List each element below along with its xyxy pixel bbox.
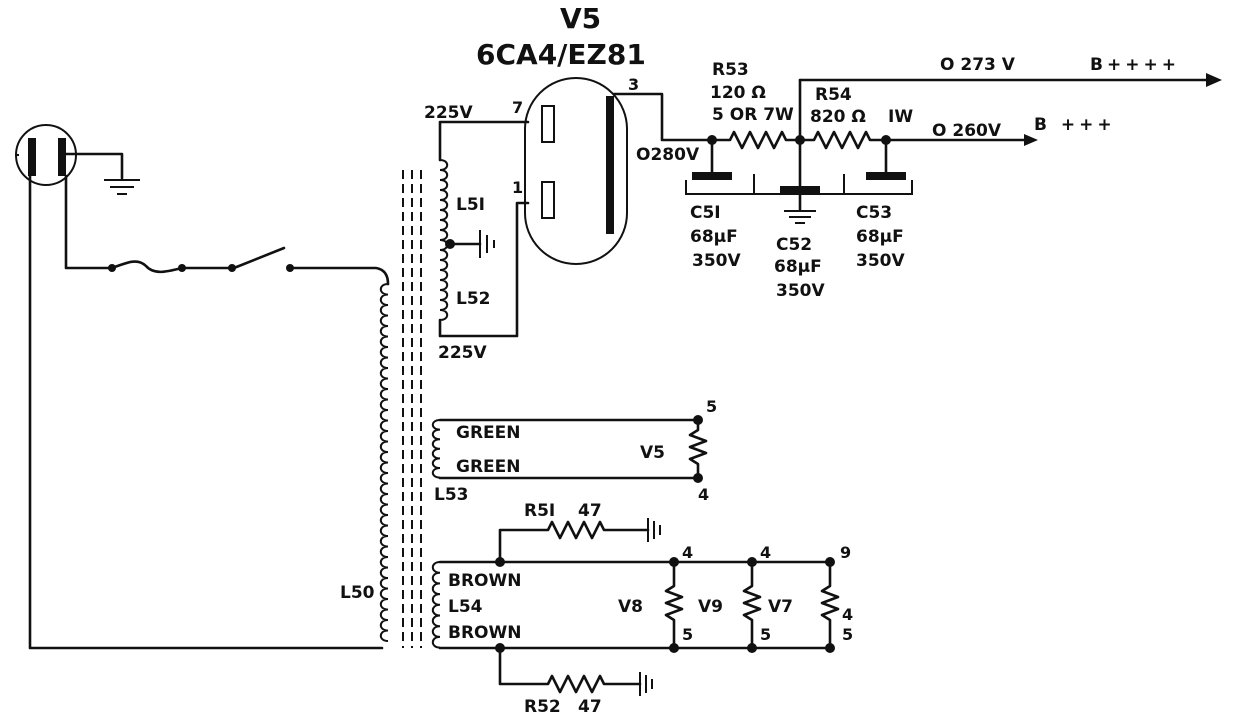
hv-top-wire [438,120,530,162]
mains-wire-line [64,174,114,270]
resistor-r54 [798,130,888,150]
tube-pin-3: 3 [628,75,639,94]
primary-top-wire [288,266,390,286]
capacitor-c52 [780,78,820,224]
hv-bottom-wire [438,201,530,338]
cathode-wire [612,92,714,142]
chassis-ground-icon [64,152,140,195]
hv-bottom-voltage: 225V [438,343,487,363]
output-b3-voltage: O 260V [932,121,1002,141]
tube-pin-1: 1 [512,178,523,197]
capacitor-c53 [866,138,906,180]
l54-label: L54 [448,597,483,617]
l54-wire-top: BROWN [448,571,521,591]
coil-turns [431,561,441,649]
v9-pin-top: 4 [760,543,771,562]
c53-name: C53 [856,203,892,223]
coil-turns [439,159,449,321]
output-b4-label: B++++ [1090,55,1180,75]
heater-v5-tube: V5 [640,443,665,463]
capacitor-common-return [685,180,913,195]
c52-voltage: 350V [776,281,825,301]
heater-v5-pin-top: 5 [706,397,717,416]
l51-label: L5I [456,195,485,215]
r53-name: R53 [712,60,749,80]
node-voltage-280: O280V [636,145,700,165]
v7-pin-bottom-line-2: 5 [842,625,853,644]
v7-pin-bottom-line-1: 4 [842,605,853,624]
hv-top-voltage: 225V [424,103,473,123]
l53-wire-bottom: GREEN [456,457,521,477]
r53-rating: 5 OR 7W [712,105,794,125]
v7-label: V7 [768,597,793,617]
v8-label: V8 [618,597,643,617]
l53-wire-top: GREEN [456,423,521,443]
filament-v8 [664,557,684,653]
resistor-r51 [495,518,661,567]
heater-v5-pin-bottom: 4 [698,485,709,504]
c52-name: C52 [776,235,812,255]
c51-voltage: 350V [692,251,741,271]
r53-value: 120 Ω [710,83,766,103]
rectifier-tube [524,77,628,265]
v7-pin-top: 9 [840,543,851,562]
coil-turns [379,283,389,642]
v8-pin-top: 4 [682,543,693,562]
v7-pin-bottom: 4 5 [842,605,859,644]
l53-label: L53 [434,485,469,505]
power-switch [228,246,294,272]
tube-name: V5 [560,2,601,35]
r52-value: 47 [578,697,602,717]
v9-label: V9 [698,597,723,617]
fuse [108,260,186,274]
centertap-ground-icon [445,230,495,258]
v9-pin-bottom: 5 [760,625,771,644]
r54-rating: IW [888,107,913,127]
filament-v9 [742,557,762,653]
r51-name: R5I [524,501,555,521]
filament-v7 [820,557,840,653]
heater-v5-filament [688,418,708,480]
l52-label: L52 [456,289,491,309]
l54-wire-bottom: BROWN [448,623,521,643]
resistor-r53 [710,130,802,150]
c51-value: 68μF [690,227,738,247]
tube-pin-7: 7 [512,98,523,117]
c53-value: 68μF [856,227,904,247]
output-b3-line [884,134,1038,146]
c52-value: 68μF [774,257,822,277]
v8-pin-bottom: 5 [682,625,693,644]
r52-name: R52 [524,697,561,717]
tube-type: 6CA4/EZ81 [476,38,646,71]
coil-turns [431,419,441,479]
output-b4-voltage: O 273 V [940,55,1016,75]
l50-label: L50 [340,583,375,603]
resistor-r52 [495,643,653,696]
heater-winding-l53 [431,419,441,479]
transformer-core [402,170,422,648]
primary-winding-l50 [379,283,389,642]
mains-wire-neutral [28,174,384,650]
capacitor-c51 [692,138,732,180]
heater-winding-l54 [431,561,441,649]
c51-name: C5I [690,203,721,223]
c53-voltage: 350V [856,251,905,271]
r51-value: 47 [578,501,602,521]
hv-winding [439,159,449,321]
r54-value: 820 Ω [810,107,866,127]
output-b3-label: B +++ [1034,115,1116,135]
r54-name: R54 [815,85,852,105]
output-b4-line [798,73,1222,87]
